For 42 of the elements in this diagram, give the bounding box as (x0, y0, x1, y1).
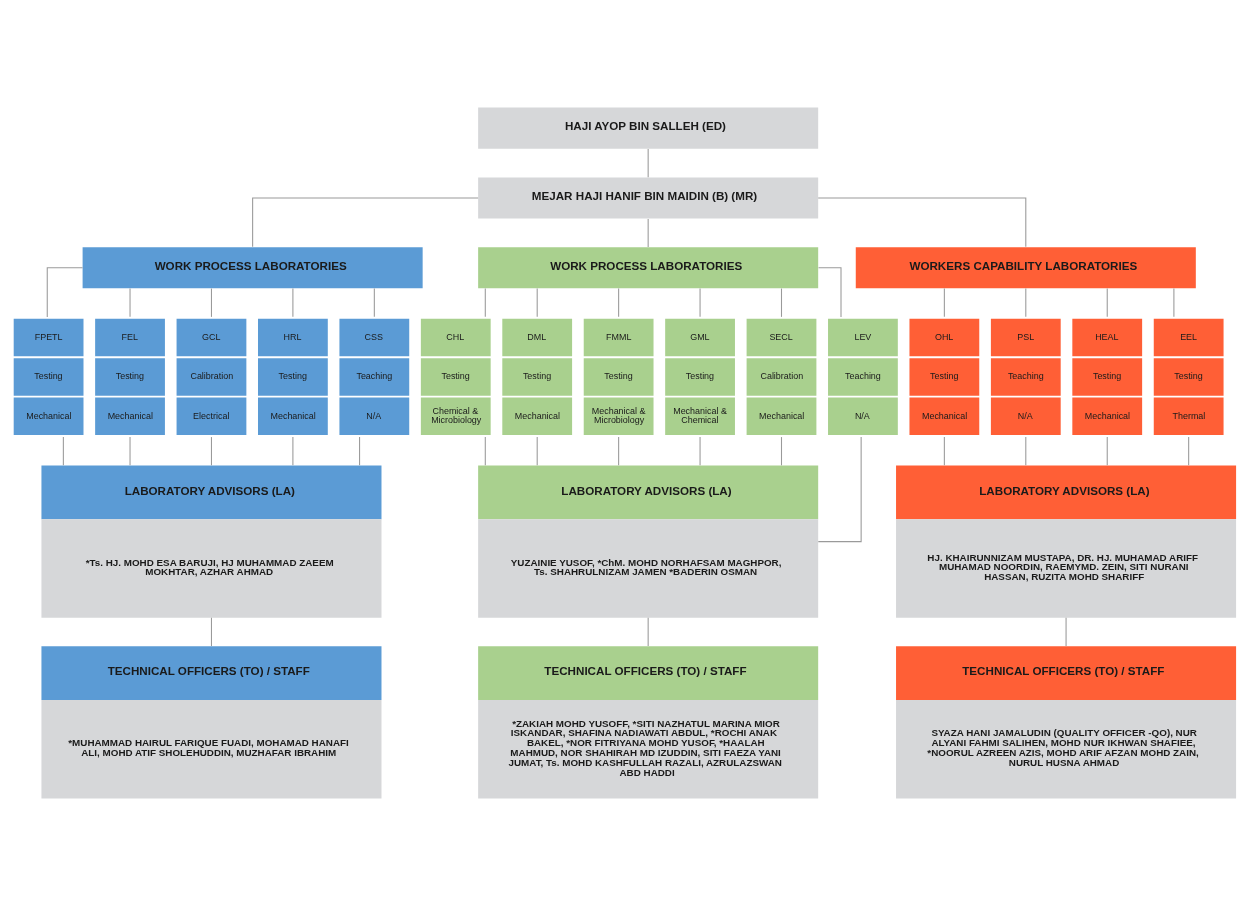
connector (1025, 436, 1027, 466)
connector (210, 287, 212, 317)
connector (62, 436, 64, 466)
connector (536, 287, 538, 317)
connector (1173, 287, 1175, 317)
connector (252, 196, 479, 247)
connector (817, 436, 862, 542)
connector (46, 266, 84, 317)
connector (618, 436, 620, 466)
connector (210, 436, 212, 466)
connector (1065, 616, 1067, 647)
connector (943, 436, 945, 466)
connector (1106, 287, 1108, 317)
connector (210, 616, 212, 647)
connector (618, 287, 620, 317)
connector (359, 436, 361, 466)
connector (647, 616, 649, 647)
connector (699, 287, 701, 317)
connector (373, 287, 375, 317)
connector (780, 287, 783, 317)
connector (1188, 436, 1190, 466)
connector (536, 436, 538, 466)
connector (1106, 436, 1108, 466)
connector (292, 287, 294, 317)
connector (484, 287, 486, 317)
node-box: HAJI AYOP BIN SALLEH (ED) (478, 107, 819, 149)
connector (780, 436, 783, 466)
connector (699, 436, 701, 466)
connector (292, 436, 294, 466)
node-box: WORKERS CAPABILITY LABORATORIES (855, 246, 1196, 288)
connector (943, 287, 945, 317)
connector (484, 436, 486, 466)
connector (817, 196, 1027, 247)
connector (647, 217, 649, 248)
connector (817, 266, 842, 317)
connector (129, 436, 131, 466)
node-box: WORK PROCESS LABORATORIES (82, 246, 423, 288)
connector (129, 287, 131, 317)
connector (1025, 287, 1027, 317)
node-box: MEJAR HAJI HANIF BIN MAIDIN (B) (MR) (478, 176, 819, 219)
node-box: WORK PROCESS LABORATORIES (478, 246, 819, 288)
connector (647, 148, 649, 178)
